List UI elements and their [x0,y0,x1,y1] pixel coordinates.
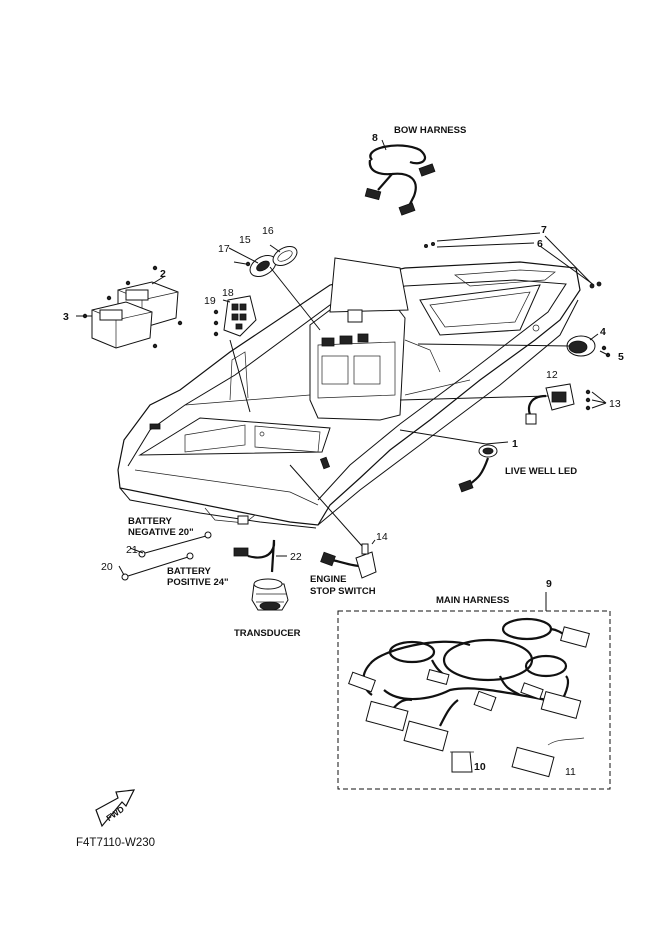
callout-11: 11 [565,766,576,778]
engine-stop-label-line1: ENGINE [310,574,346,585]
callout-16: 16 [262,225,274,237]
callout-13: 13 [609,398,621,410]
callout-5: 5 [618,351,624,363]
right-side-parts [423,241,611,493]
bow-harness [364,139,436,216]
callout-12: 12 [546,369,558,381]
switch-panel [213,295,257,337]
callout-14: 14 [376,531,388,543]
callout-17: 17 [218,243,230,255]
callout-9: 9 [546,578,552,590]
callout-10: 10 [474,761,486,773]
engine-stop-switch [320,543,377,579]
callout-1: 1 [512,438,518,450]
callout-20: 20 [101,561,113,573]
battery-negative-label-line1: BATTERY [128,516,172,527]
bow-connector-2 [364,187,382,201]
callout-4: 4 [600,326,606,338]
main-harness-label: MAIN HARNESS [436,595,509,606]
battery-cables [121,531,212,581]
engine-stop-label-line2: STOP SWITCH [310,586,376,597]
battery-negative-label-line2: NEGATIVE 20" [128,527,194,538]
callout-15: 15 [239,234,251,246]
callout-7: 7 [541,224,547,236]
battery-boxes [82,265,183,349]
bow-connector-1 [418,163,436,177]
speaker-fitting [233,246,298,277]
boat-hull [117,257,581,529]
callout-18: 18 [222,287,234,299]
bow-harness-label: BOW HARNESS [394,125,466,136]
main-harness [337,610,611,790]
fwd-arrow-icon: FWD [95,789,136,828]
bow-connector-3 [398,202,416,216]
callout-2: 2 [160,268,166,280]
callout-3: 3 [63,311,69,323]
live-well-led-label: LIVE WELL LED [505,466,577,477]
battery-positive-label-line1: BATTERY [167,566,211,577]
callout-8: 8 [372,132,378,144]
transducer-label: TRANSDUCER [234,628,301,639]
leader-lines [76,232,609,611]
callout-22: 22 [290,551,302,563]
figure-code: F4T7110-W230 [76,837,155,849]
callout-21: 21 [126,544,138,556]
transducer [233,539,289,611]
callout-6: 6 [537,238,543,250]
main-harness-box [337,610,611,790]
battery-positive-label-line2: POSITIVE 24" [167,577,229,588]
callout-19: 19 [204,295,216,307]
